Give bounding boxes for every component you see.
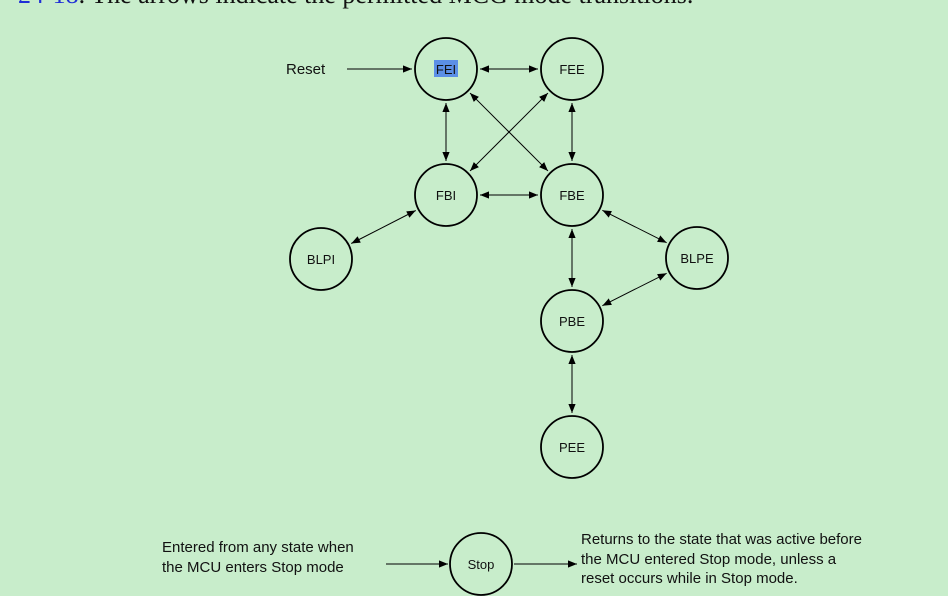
node-fei: FEI: [414, 37, 478, 101]
node-blpe: BLPE: [665, 226, 729, 290]
node-pbe: PBE: [540, 289, 604, 353]
node-stop: Stop: [449, 532, 513, 596]
stop-exit-line-2: the MCU entered Stop mode, unless a: [581, 551, 837, 568]
text-selection-highlight: [434, 60, 458, 77]
figure-reference-link[interactable]: 24-18: [18, 0, 79, 9]
node-fbe: FBE: [540, 163, 604, 227]
arrow-fbi-blpi: [351, 210, 416, 244]
stop-entry-line-2: the MCU enters Stop mode: [162, 559, 344, 576]
arrow-blpe-pbe: [602, 272, 667, 307]
node-label: BLPE: [680, 251, 714, 266]
node-label: FBE: [559, 188, 585, 203]
node-circle: [665, 226, 729, 290]
node-label: FEI: [436, 62, 456, 77]
node-label: PEE: [559, 440, 585, 455]
caption-text: . The arrows indicate the permitted MCG …: [79, 0, 694, 9]
node-circle: [540, 415, 604, 479]
node-circle: [540, 37, 604, 101]
node-circle: [289, 227, 353, 291]
reset-label: Reset: [286, 61, 326, 78]
node-label: PBE: [559, 314, 585, 329]
figure-caption: 24-18. The arrows indicate the permitted…: [18, 0, 693, 10]
node-circle: [540, 163, 604, 227]
node-fee: FEE: [540, 37, 604, 101]
transition-arrows: [351, 65, 667, 413]
node-label: FBI: [436, 188, 456, 203]
node-label: FEE: [559, 62, 585, 77]
node-circle: [449, 532, 513, 596]
stop-entry-line-1: Entered from any state when: [162, 539, 354, 556]
node-blpi: BLPI: [289, 227, 353, 291]
node-pee: PEE: [540, 415, 604, 479]
node-label: BLPI: [307, 252, 335, 267]
node-circle: [540, 289, 604, 353]
mode-nodes: FEI FEE FBI FBE BLPI BLPE PBE PEE Stop: [289, 37, 729, 596]
node-circle: [414, 37, 478, 101]
node-label: Stop: [468, 557, 495, 572]
node-fbi: FBI: [414, 163, 478, 227]
node-circle: [414, 163, 478, 227]
stop-exit-line-1: Returns to the state that was active bef…: [581, 531, 862, 548]
arrow-fbe-blpe: [602, 209, 667, 244]
arrow-fee-fbi: [469, 92, 549, 172]
stop-exit-line-3: reset occurs while in Stop mode.: [581, 570, 798, 587]
